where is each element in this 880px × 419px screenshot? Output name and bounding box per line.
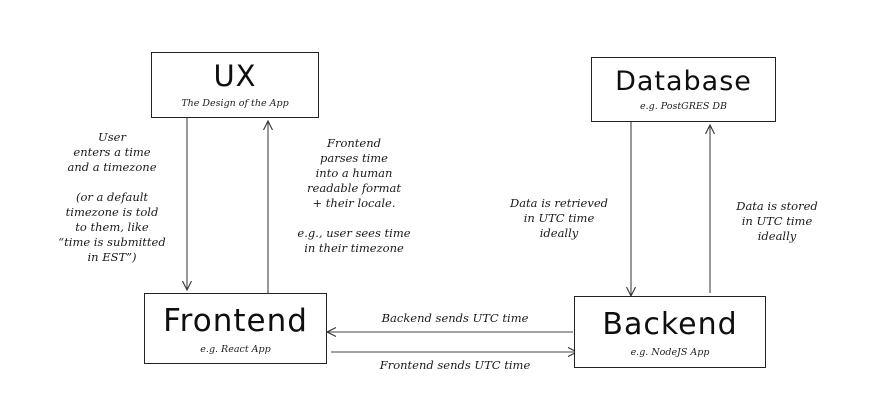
data-retrieved-note-line: ideally [539,226,579,240]
frontend-parse-note-line: e.g., user sees time [297,226,411,240]
frontend-node: Frontend e.g. React App [144,293,327,364]
frontend-node-title: Frontend [163,303,308,339]
user-input-note-line: enters a time [73,145,151,159]
backend-node: Backend e.g. NodeJS App [574,296,766,368]
user-input-note-line: and a timezone [67,160,157,174]
data-retrieved-note: Data is retrieved in UTC time ideally [494,196,624,241]
frontend-parse-note-line: + their locale. [312,196,396,210]
user-input-note-line [42,175,182,190]
user-input-note-line: timezone is told [65,205,159,219]
backend-node-title: Backend [602,307,738,342]
data-stored-note-line: ideally [757,229,797,243]
frontend-parse-note-line [279,211,429,226]
ux-node-title: UX [213,59,257,93]
database-node: Database e.g. PostGRES DB [591,57,776,122]
data-stored-note-line: in UTC time [741,214,813,228]
user-input-note-line: User [98,130,126,144]
user-input-note-line: in EST”) [87,250,137,264]
frontend-parse-note: Frontend parses time into a human readab… [279,136,429,256]
user-input-note-line: to them, like [75,220,149,234]
ux-node: UX The Design of the App [151,52,319,118]
frontend-parse-note-line: readable format [307,181,401,195]
database-node-title: Database [615,66,752,97]
frontend-parse-note-line: into a human [315,166,393,180]
user-input-note: User enters a time and a timezone (or a … [42,130,182,265]
frontend-parse-note-line: Frontend [326,136,381,150]
data-retrieved-note-line: Data is retrieved [509,196,608,210]
frontend-sends-label: Frontend sends UTC time [379,358,531,372]
frontend-parse-note-line: parses time [320,151,388,165]
user-input-note-line: “time is submitted [58,235,166,249]
database-node-subtitle: e.g. PostGRES DB [640,101,727,112]
ux-node-subtitle: The Design of the App [181,98,289,109]
data-stored-note: Data is stored in UTC time ideally [717,199,837,244]
user-input-note-line: (or a default [75,190,149,204]
data-retrieved-note-line: in UTC time [523,211,595,225]
backend-sends-label: Backend sends UTC time [381,311,529,325]
data-stored-note-line: Data is stored [736,199,818,213]
backend-node-subtitle: e.g. NodeJS App [630,347,710,358]
frontend-node-subtitle: e.g. React App [200,344,271,355]
frontend-parse-note-line: in their timezone [304,241,404,255]
